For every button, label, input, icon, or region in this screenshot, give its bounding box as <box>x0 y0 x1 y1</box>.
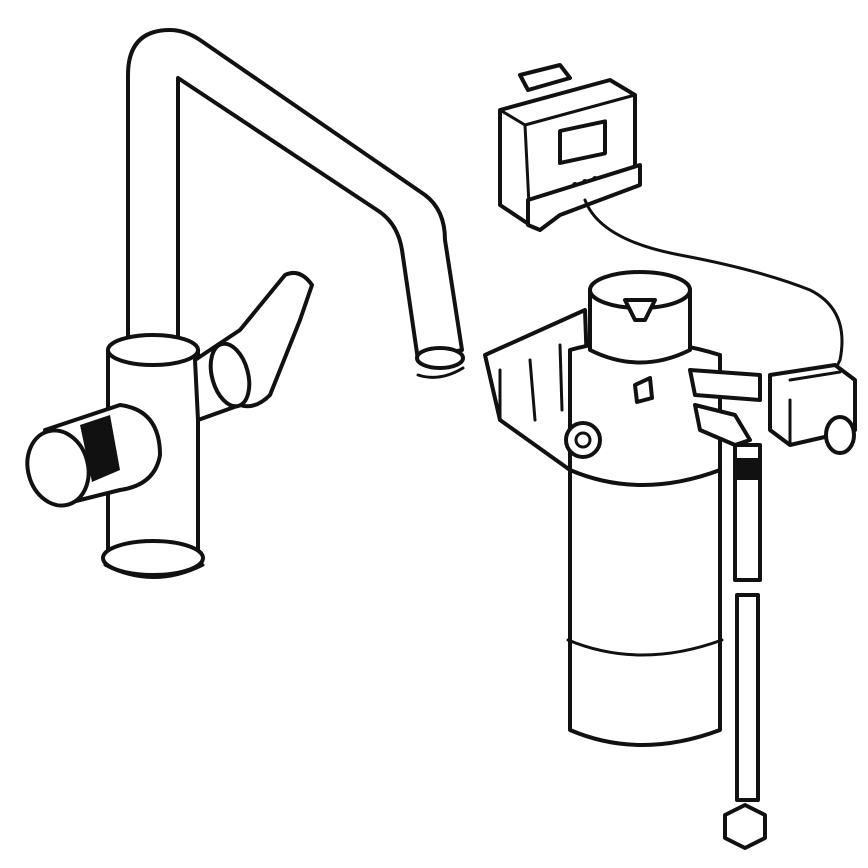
filter <box>483 270 724 747</box>
cable <box>583 198 844 382</box>
valve-assembly <box>688 363 857 455</box>
spout-tip <box>415 346 465 370</box>
faucet-base <box>101 539 205 577</box>
filter-cap <box>588 288 692 365</box>
faucet-spout <box>126 28 464 362</box>
controller-unit <box>498 63 642 232</box>
handle-cap <box>25 428 91 508</box>
mount-knob <box>564 421 602 459</box>
display-screen <box>558 119 607 166</box>
knurled-ring <box>80 415 120 482</box>
hose <box>723 443 767 850</box>
faucet <box>25 28 465 579</box>
hose-nut <box>723 803 767 850</box>
lever-handle <box>193 271 314 422</box>
controller-bracket <box>526 163 642 232</box>
